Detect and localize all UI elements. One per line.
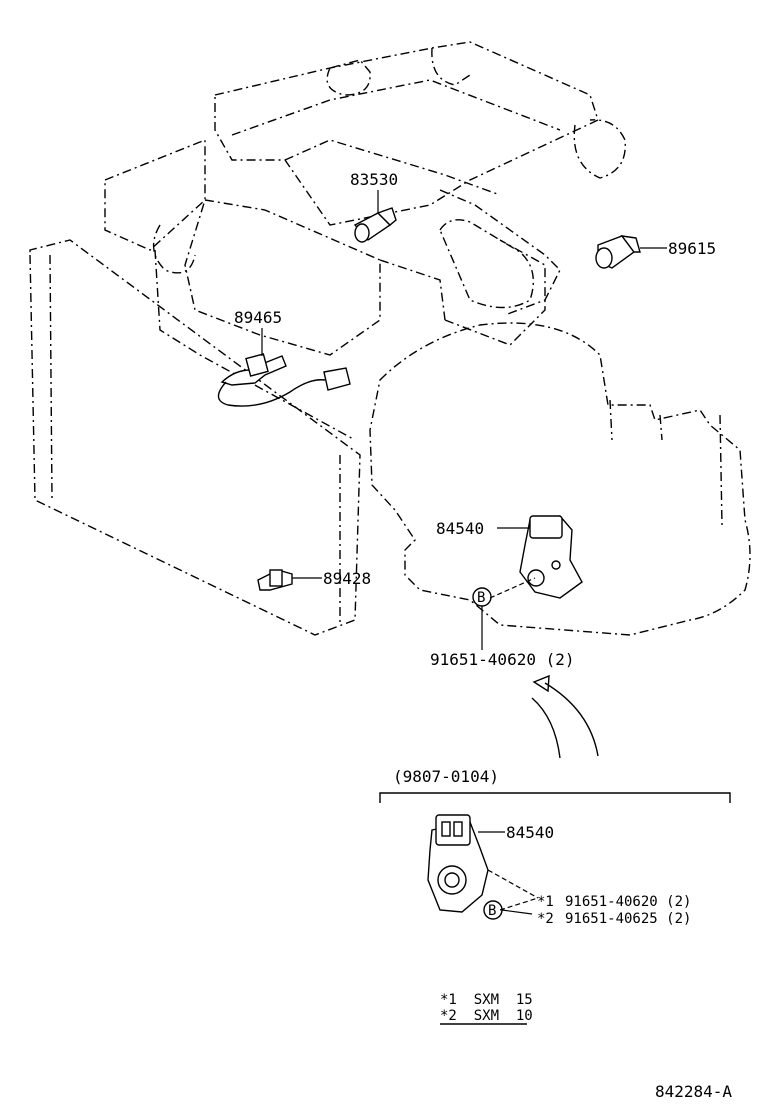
part-89615-knock-sensor [595,235,667,269]
detail-bolt1-mark: *1 [537,894,554,910]
arrow-to-detail [531,674,599,759]
legend-line-1: *1 SXM 15 [440,992,533,1008]
part-83530-oil-pressure-switch [353,190,397,243]
label-89615: 89615 [668,239,716,258]
callout-b-detail: B [483,900,533,920]
callout-b-main-letter: B [477,590,485,606]
legend-line-2: *2 SXM 10 [440,1008,533,1024]
label-89428: 89428 [323,569,371,588]
engine-outline [104,41,626,441]
label-89465: 89465 [234,308,282,327]
detail-range: (9807-0104) [393,767,499,786]
detail-bolt1: 91651-40620 (2) [565,894,691,910]
label-84540: 84540 [436,519,484,538]
label-83530: 83530 [350,170,398,189]
detail-bolt2-mark: *2 [537,911,554,927]
radiator-outline [29,239,361,636]
part-89465-oxygen-sensor [217,328,351,407]
detail-84540-switch [427,814,539,913]
label-bolt-ref: 91651-40620 (2) [430,650,575,669]
figure-code: 842284-A [655,1082,732,1101]
part-89428-temp-sensor [257,569,322,591]
part-84540-neutral-switch [489,515,583,599]
callout-b-main: B [472,587,492,650]
callout-b-detail-letter: B [488,903,496,919]
transmission-outline [369,322,751,636]
detail-bolt2: 91651-40625 (2) [565,911,691,927]
detail-bracket [379,792,731,803]
detail-label-84540: 84540 [506,823,554,842]
